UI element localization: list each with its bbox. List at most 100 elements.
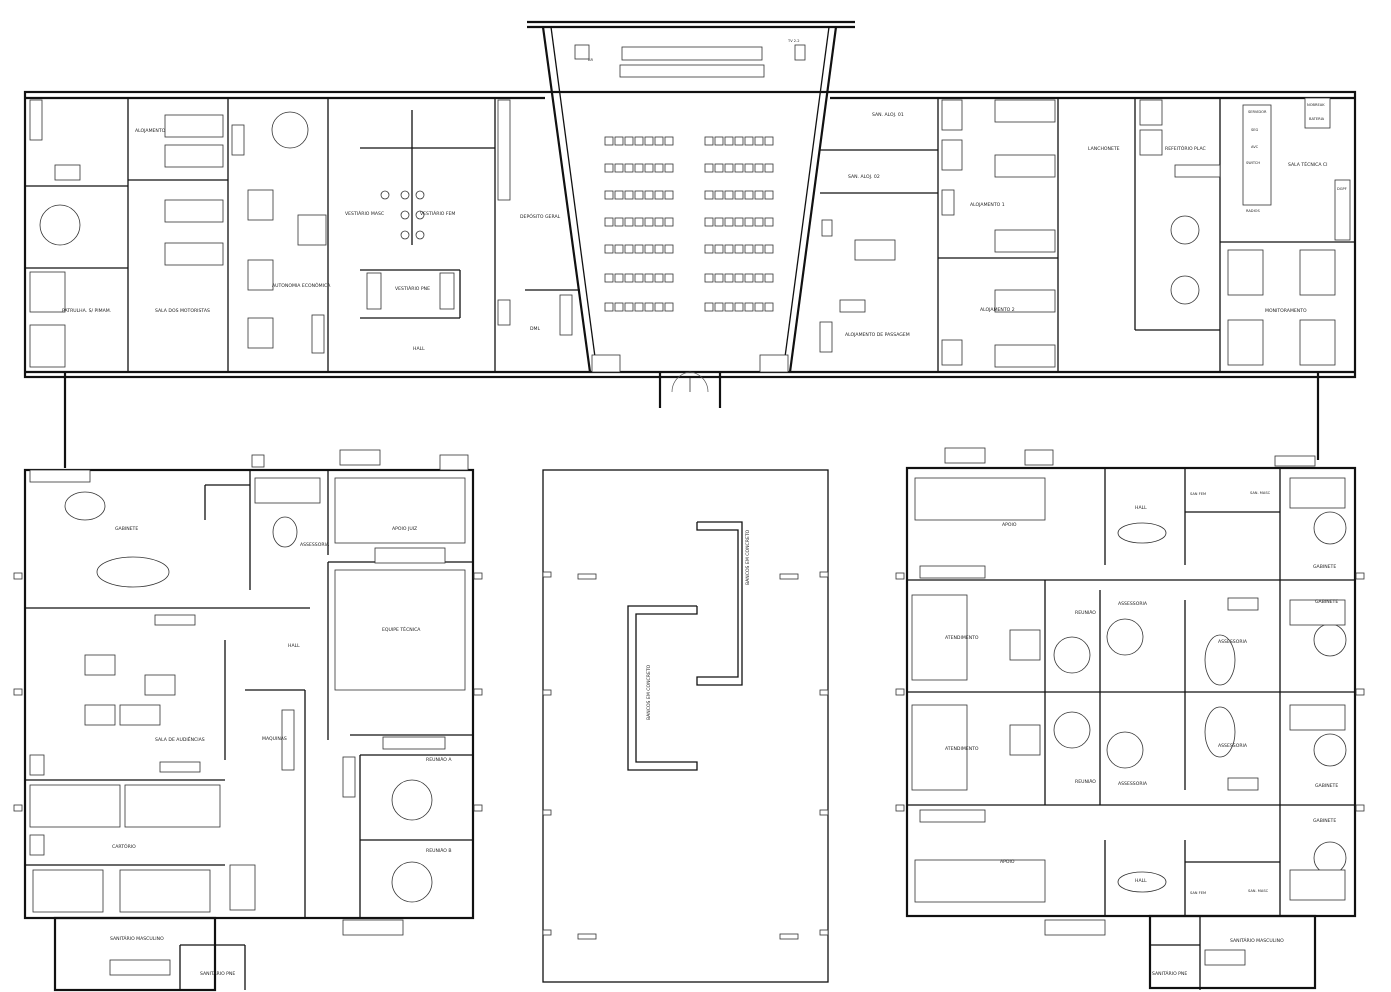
- top-left-partitions: ALOJAMENTO PATRULHA. S/ PIMAM. SALA DOS …: [25, 98, 580, 372]
- auditorium-seat: [614, 190, 624, 200]
- room-label-reuniao-2: REUNIÃO: [1075, 778, 1096, 785]
- equip-label-dgpf: DGPF: [1337, 187, 1347, 191]
- bench-label-right: BANCOS EM CONCRETO: [745, 529, 751, 585]
- courtyard-outline: [542, 469, 829, 983]
- auditorium-seat: [724, 273, 734, 283]
- room-label-autonomia: AUTONOMIA ECONÔMICA: [272, 282, 331, 289]
- room-label-hall-top: HALL: [413, 346, 425, 352]
- auditorium-seat: [624, 273, 634, 283]
- room-label-monitoramento: MONITORAMENTO: [1265, 308, 1307, 314]
- auditorium-seat: [664, 136, 674, 146]
- room-label-refeitorio: REFEITÓRIO PLAC: [1165, 145, 1206, 152]
- auditorium-seat: [724, 302, 734, 312]
- auditorium-seat: [714, 273, 724, 283]
- room-label-hall-bottom-right: HALL: [1135, 878, 1147, 884]
- room-label-atendimento-2: ATENDIMENTO: [945, 746, 979, 752]
- auditorium-seat: [644, 217, 654, 227]
- auditorium-seat: [754, 163, 764, 173]
- auditorium-seat: [634, 273, 644, 283]
- room-label-equipe-tecnica: EQUIPE TÉCNICA: [382, 625, 421, 633]
- auditorium-seat: [714, 136, 724, 146]
- left-block-outline: [23, 468, 475, 920]
- room-label-hall-top-right: HALL: [1135, 505, 1147, 511]
- room-label-hall-left: HALL: [288, 643, 300, 649]
- auditorium-ar-label: AR: [588, 58, 593, 62]
- auditorium-seat: [624, 244, 634, 254]
- auditorium-seat: [654, 136, 664, 146]
- auditorium-seat: [704, 244, 714, 254]
- auditorium-seat: [604, 136, 614, 146]
- room-label-vestiario-masc: VESTIÁRIO MASC: [345, 210, 384, 217]
- auditorium-seat: [604, 163, 614, 173]
- auditorium-seat: [634, 136, 644, 146]
- column-marker: [13, 804, 23, 812]
- room-label-maquinas: MAQUINAS: [262, 736, 287, 742]
- room-label-apoio-bottom: APOIO: [1000, 859, 1015, 865]
- auditorium-seat: [604, 273, 614, 283]
- room-label-san-fem-top: SAN FEM: [1190, 492, 1206, 496]
- room-label-san-masc-bottom: SAN. MASC: [1248, 889, 1269, 893]
- room-label-apoio-top: APOIO: [1002, 522, 1017, 528]
- auditorium-seat: [704, 136, 714, 146]
- auditorium-seat: [764, 190, 774, 200]
- auditorium-seat: [734, 190, 744, 200]
- auditorium-seat: [764, 273, 774, 283]
- auditorium-seat: [634, 302, 644, 312]
- room-label-san-fem-bottom: SAN FEM: [1190, 891, 1206, 895]
- auditorium-seat: [644, 190, 654, 200]
- auditorium-seat: [764, 136, 774, 146]
- auditorium-seat: [754, 136, 764, 146]
- column-marker: [473, 688, 483, 696]
- auditorium-seat: [704, 190, 714, 200]
- auditorium-seat: [704, 217, 714, 227]
- auditorium-seat: [724, 244, 734, 254]
- room-label-assessoria-r3: ASSESSORIA: [1118, 781, 1148, 787]
- auditorium-seat: [654, 273, 664, 283]
- auditorium-seat: [604, 244, 614, 254]
- structural-columns: [13, 572, 1365, 812]
- auditorium-seat: [724, 163, 734, 173]
- auditorium-seat: [644, 273, 654, 283]
- column-marker: [473, 572, 483, 580]
- auditorium-seat: [754, 217, 764, 227]
- auditorium-seat: [644, 244, 654, 254]
- room-label-alojamento-2: ALOJAMENTO 2: [980, 307, 1015, 313]
- room-label-dml: DML: [530, 326, 541, 332]
- auditorium-seat: [754, 190, 764, 200]
- center-courtyard: BANCOS EM CONCRETO BANCOS EM CONCRETO: [542, 469, 829, 983]
- room-label-cartorio: CARTÓRIO: [112, 843, 136, 850]
- auditorium-seat: [634, 190, 644, 200]
- auditorium-seat: [724, 136, 734, 146]
- auditorium-seat: [764, 244, 774, 254]
- room-label-apoio-juiz: APOIO JUIZ: [392, 526, 417, 532]
- auditorium-seat: [714, 244, 724, 254]
- equip-label-servidor: SERVIDOR: [1248, 110, 1267, 114]
- column-marker: [895, 688, 905, 696]
- column-marker: [473, 804, 483, 812]
- auditorium-seat: [614, 217, 624, 227]
- auditorium-seat: [654, 190, 664, 200]
- auditorium-seat: [664, 217, 674, 227]
- auditorium-seat: [704, 302, 714, 312]
- room-label-gabinete-r3: GABINETE: [1315, 783, 1338, 789]
- auditorium-seat: [764, 163, 774, 173]
- auditorium: AR TV 2.2: [527, 20, 855, 408]
- auditorium-seat: [714, 217, 724, 227]
- room-label-assessoria-left: ASSESSORIA: [300, 542, 330, 548]
- room-label-gabinete-left: GABINETE: [115, 526, 138, 532]
- auditorium-seat: [714, 163, 724, 173]
- auditorium-seat: [654, 302, 664, 312]
- room-label-sanitario-masc-left: SANITÁRIO MASCULINO: [110, 935, 164, 942]
- room-label-lanchonete: LANCHONETE: [1088, 146, 1120, 152]
- column-marker: [895, 804, 905, 812]
- auditorium-seat: [644, 163, 654, 173]
- room-label-reuniao-1: REUNIÃO: [1075, 609, 1096, 616]
- left-block: GABINETE ASSESSORIA APOIO JUIZ EQUIPE TÉ…: [23, 449, 475, 992]
- auditorium-seat: [624, 302, 634, 312]
- right-block: APOIO HALL SAN FEM SAN. MASC GABINETE AT…: [905, 447, 1357, 990]
- auditorium-seat: [754, 244, 764, 254]
- auditorium-seat: [604, 302, 614, 312]
- room-label-reuniao-b: REUNIÃO B: [426, 847, 452, 854]
- auditorium-seat: [724, 217, 734, 227]
- room-label-sanitario-pne-left: SANITÁRIO PNE: [200, 970, 235, 977]
